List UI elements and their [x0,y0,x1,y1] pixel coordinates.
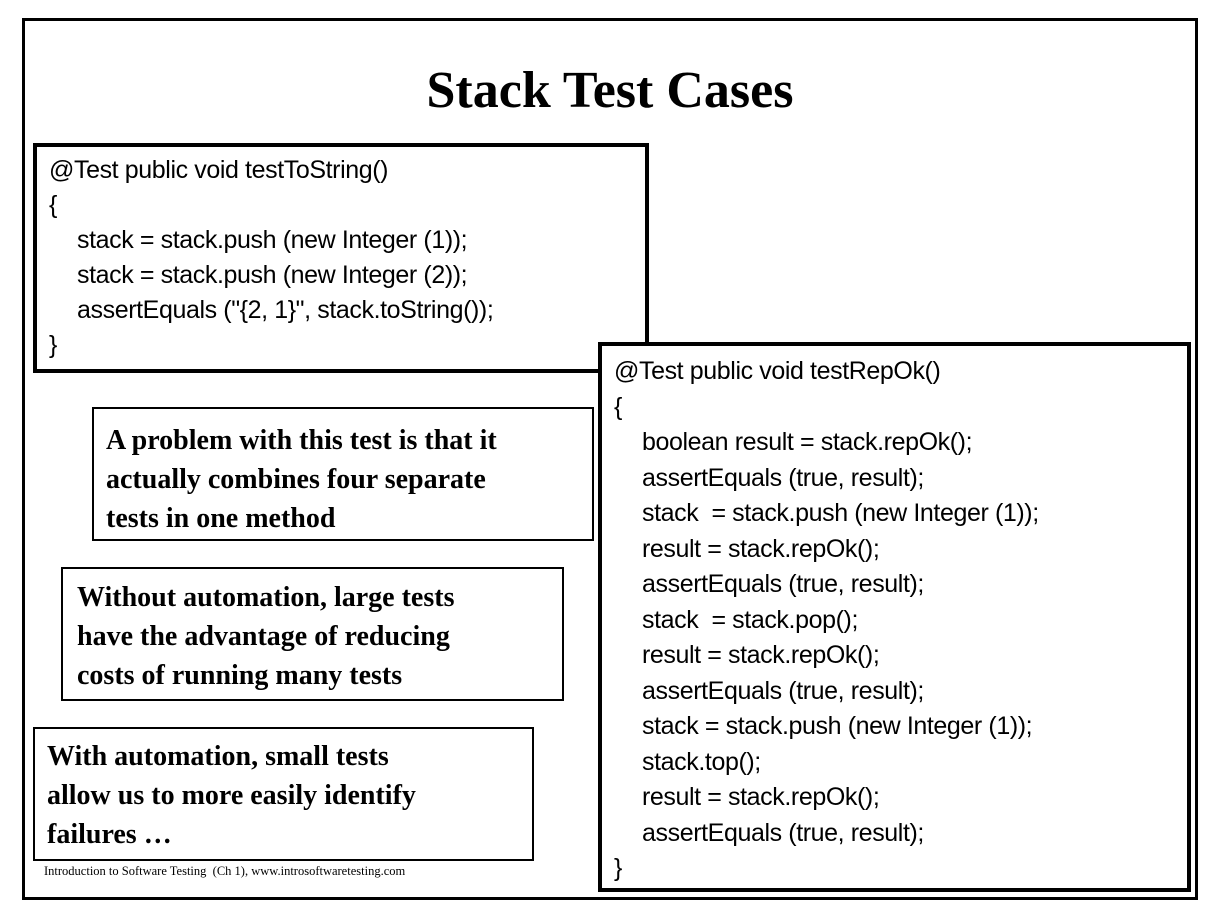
code-line: stack = stack.push (new Integer (2)); [77,261,468,289]
slide-footer: Introduction to Software Testing (Ch 1),… [44,864,406,878]
code-line: } [614,854,622,882]
code-line: result = stack.repOk(); [642,641,880,669]
code-line: stack.top(); [642,747,761,776]
code-line: result = stack.repOk(); [642,534,880,563]
code-line: assertEquals ("{2, 1}", stack.toString()… [77,296,494,324]
code-box-test-rep-ok: @Test public void testRepOk() { boolean … [598,342,1191,892]
code-line: boolean result = stack.repOk(); [642,428,973,456]
code-line: assertEquals (true, result); [642,570,924,598]
code-line: stack = stack.push (new Integer (1)); [642,712,1033,740]
code-line: assertEquals (true, result); [642,818,924,847]
code-line: @Test public void testRepOk() [614,357,941,385]
code-box-test-to-string: @Test public void testToString() { stack… [33,143,649,373]
code-line: { [49,191,57,219]
note-combined-tests: A problem with this test is that it actu… [92,407,594,541]
code-line: assertEquals (true, result); [642,463,924,492]
note-with-automation: With automation, small tests allow us to… [33,727,534,861]
code-line: stack = stack.pop(); [642,605,858,634]
code-line: assertEquals (true, result); [642,676,924,705]
code-line: stack = stack.push (new Integer (1)); [642,499,1039,527]
code-line: { [614,392,622,421]
code-line: stack = stack.push (new Integer (1)); [77,226,468,254]
code-line: } [49,331,57,359]
note-without-automation: Without automation, large tests have the… [61,567,564,701]
slide-title: Stack Test Cases [426,62,794,119]
code-line: @Test public void testToString() [49,156,389,184]
code-line: result = stack.repOk(); [642,783,880,811]
